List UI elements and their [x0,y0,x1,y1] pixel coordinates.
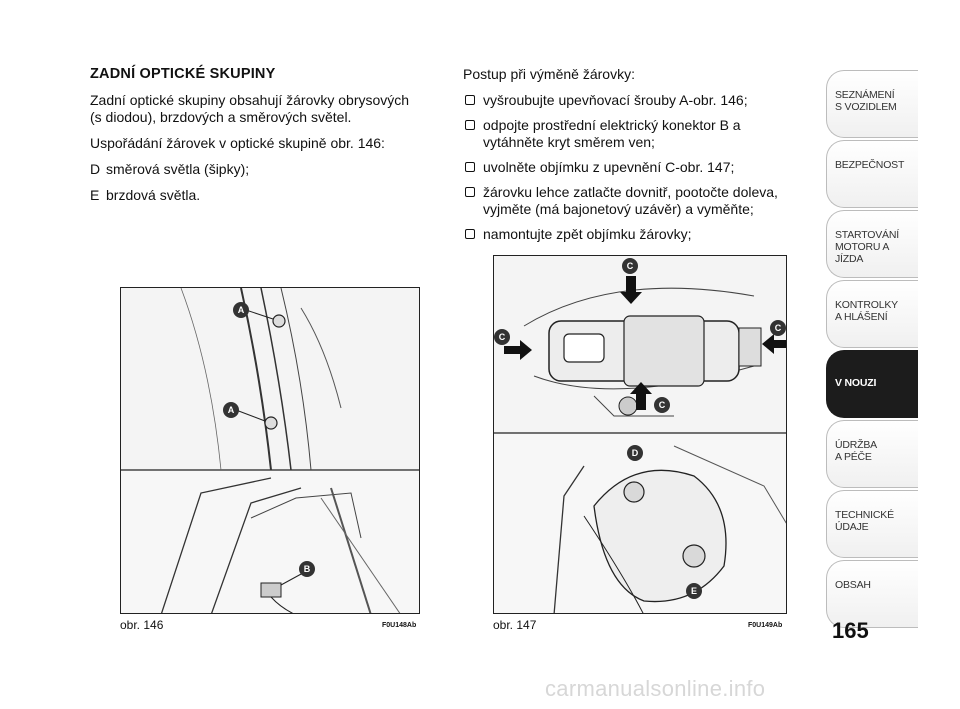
label-badge-c: C [622,258,638,274]
step-text: odpojte prostřední elektrický konektor B… [483,117,741,150]
procedure-intro: Postup při výměně žárovky: [463,66,635,82]
figure-code: F0U148Ab [382,622,417,629]
label-badge-c: C [770,320,786,336]
label-badge-a: A [233,302,249,318]
checkbox-bullet-icon [465,162,475,172]
figure-caption: obr. 147 [493,618,537,632]
checkbox-bullet-icon [465,229,475,239]
checkbox-bullet-icon [465,120,475,130]
step-text: namontujte zpět objímku žárovky; [483,226,692,242]
section-title: ZADNÍ OPTICKÉ SKUPINY [90,66,276,82]
list-item: odpojte prostřední elektrický konektor B… [463,117,793,151]
figure-146: A A B [120,287,420,614]
watermark: carmanualsonline.info [545,676,766,701]
left-column: ZADNÍ OPTICKÉ SKUPINY Zadní optické skup… [90,66,420,213]
page-number: 165 [832,618,869,643]
item-text: směrová světla (šipky); [106,161,250,177]
layout-paragraph: Uspořádání žárovek v optické skupině obr… [90,135,385,151]
list-item: E brzdová světla. [90,187,420,204]
tab-obsah[interactable]: OBSAH [826,560,918,628]
checkbox-bullet-icon [465,187,475,197]
label-badge-c: C [494,329,510,345]
item-key: D [90,161,101,177]
checkbox-bullet-icon [465,95,475,105]
label-badge-d: D [627,445,643,461]
step-text: vyšroubujte upevňovací šrouby A-obr. 146… [483,92,748,108]
label-badge-b: B [299,561,315,577]
step-text: uvolněte objímku z upevnění C-obr. 147; [483,159,735,175]
label-badge-e: E [686,583,702,599]
label-badge-c: C [654,397,670,413]
figure-147: C C C C D E [493,255,787,614]
item-key: E [90,187,100,203]
list-item: D směrová světla (šipky); [90,161,420,178]
label-badge-a: A [223,402,239,418]
item-text: brzdová světla. [106,187,201,203]
list-item: namontujte zpět objímku žárovky; [463,226,793,243]
list-item: vyšroubujte upevňovací šrouby A-obr. 146… [463,92,793,109]
list-item: žárovku lehce zatlačte dovnitř, pootočte… [463,184,793,218]
list-item: uvolněte objímku z upevnění C-obr. 147; [463,159,793,176]
intro-paragraph: Zadní optické skupiny obsahují žárovky o… [90,92,410,125]
step-text: žárovku lehce zatlačte dovnitř, pootočte… [483,184,778,217]
figure-code: F0U149Ab [748,622,783,629]
right-column: Postup při výměně žárovky: vyšroubujte u… [463,66,793,251]
tab-bezpecnost[interactable]: BEZPEČNOST [826,140,918,208]
figure-caption: obr. 146 [120,618,164,632]
tab-v-nouzi[interactable]: V NOUZI [826,350,918,418]
